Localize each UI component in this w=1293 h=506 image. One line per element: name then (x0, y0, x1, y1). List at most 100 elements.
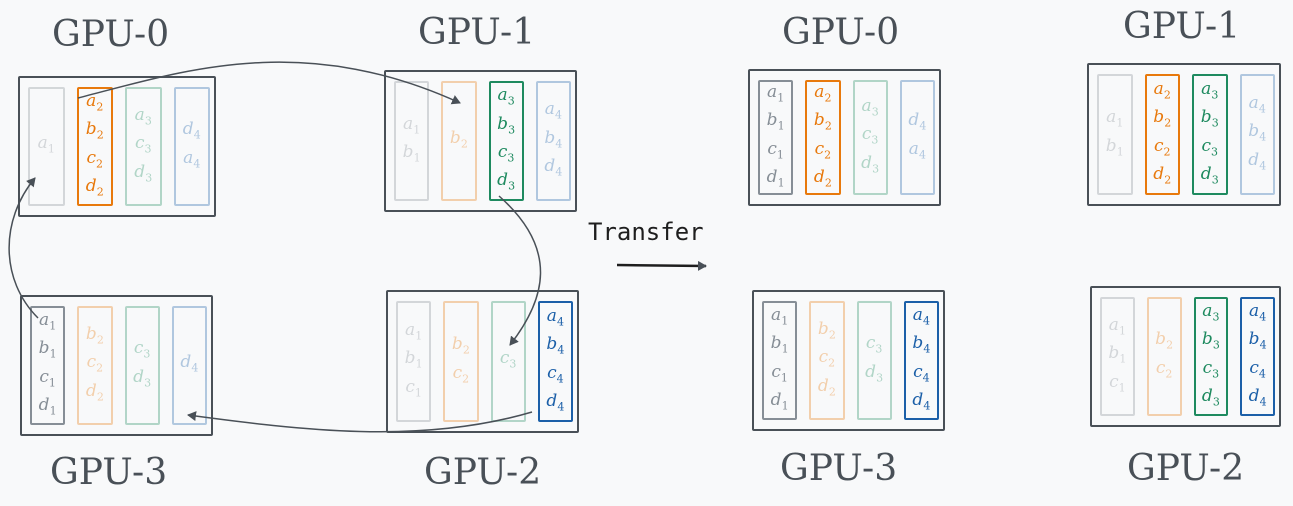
shard-entry: b4 (912, 333, 931, 356)
shard-entry: c3 (497, 142, 515, 165)
shard-entry: c3 (133, 338, 151, 361)
shard-entry: d3 (497, 170, 516, 193)
shard-entry: b3 (1200, 107, 1219, 130)
shard-entry: c2 (814, 138, 832, 161)
shard-orange: b2 (441, 81, 477, 201)
shard-green: a3 c3 d3 (852, 80, 888, 195)
shard-entry: b1 (1105, 135, 1124, 158)
shard-orange: b2 c2 d2 (809, 301, 845, 420)
shard-entry: c2 (1155, 357, 1173, 380)
shard-entry: c3 (861, 124, 879, 147)
shard-entry: b1 (770, 333, 789, 356)
shard-entry: a1 (767, 81, 785, 105)
shard-entry: b1 (38, 338, 57, 361)
shard-entry: b4 (1248, 329, 1267, 352)
shard-entry: a1 (39, 309, 57, 333)
shard-entry: c3 (134, 133, 152, 156)
shard-entry: a1 (405, 319, 423, 343)
shard-entry: a3 (1202, 300, 1220, 324)
shard-entry: c2 (818, 347, 836, 370)
shard-entry: d2 (85, 380, 104, 404)
gpu-label: GPU-0 (52, 14, 170, 55)
gpu-label: GPU-1 (1123, 6, 1241, 47)
transfer-label: Transfer (588, 218, 704, 246)
shard-entry: c1 (771, 361, 788, 384)
shard-entry: a1 (1108, 314, 1126, 338)
shard-entry: a3 (861, 95, 879, 119)
shard-entry: b2 (85, 119, 104, 142)
transfer-arrow (616, 260, 707, 271)
shard-entry: b1 (766, 110, 785, 133)
shard-entry: d2 (1153, 163, 1172, 187)
shard-entry: d3 (865, 361, 884, 384)
shard-entry: c2 (86, 352, 104, 375)
shard-entry: c4 (1249, 357, 1266, 380)
shard-entry: a1 (1106, 107, 1124, 130)
shard-entry: a2 (86, 90, 104, 114)
shard-entry: c2 (1153, 135, 1171, 158)
shard-entry: b3 (1201, 329, 1220, 352)
shard-entry: c3 (499, 348, 517, 371)
shard-entry: d2 (813, 166, 832, 190)
shard-entry: d1 (766, 166, 785, 190)
shard-blue: d4 (171, 306, 207, 425)
shard-entry: b1 (402, 142, 421, 165)
shard-entry: a2 (1153, 78, 1171, 102)
shard-entry: c1 (1109, 371, 1126, 395)
arrow-gpu3-to-gpu0 (8, 177, 39, 319)
shard-entry: a2 (814, 81, 832, 105)
shard-entry: b2 (449, 127, 468, 151)
shard-entry: c3 (865, 333, 883, 356)
shard-entry: d4 (1248, 385, 1267, 409)
shard-entry: c1 (405, 376, 422, 400)
shard-entry: d3 (1200, 163, 1219, 187)
shard-entry: b4 (546, 334, 565, 357)
arrow-gpu2-to-gpu3 (187, 411, 533, 433)
shard-green: a3 b3 c3 d3 (1192, 74, 1228, 195)
shard-gray: a1 b1 c1 d1 (762, 301, 798, 420)
arrow-gpu0-to-gpu1 (77, 61, 461, 105)
shard-entry: a3 (134, 104, 152, 128)
gpu-label: GPU-1 (418, 12, 536, 53)
shard-entry: b2 (817, 318, 836, 342)
shard-entry: a4 (908, 138, 926, 161)
shard-entry: c1 (39, 366, 56, 389)
shard-entry: d1 (770, 389, 789, 413)
shard-entry: a3 (1201, 78, 1219, 102)
shard-entry: d3 (861, 152, 880, 176)
shard-gray: a1 b1 c1 (396, 301, 432, 422)
gpu-label: GPU-3 (780, 448, 898, 489)
shard-entry: d3 (1201, 385, 1220, 409)
shard-entry: d1 (38, 394, 57, 418)
shard-entry: a1 (771, 304, 789, 328)
shard-entry: d2 (817, 375, 836, 399)
shard-entry: b4 (1248, 121, 1267, 144)
shard-entry: c3 (1201, 135, 1219, 158)
shard-entry: b2 (1155, 329, 1174, 352)
shard-entry: b1 (404, 348, 423, 371)
gpu-label: GPU-2 (1127, 448, 1245, 489)
